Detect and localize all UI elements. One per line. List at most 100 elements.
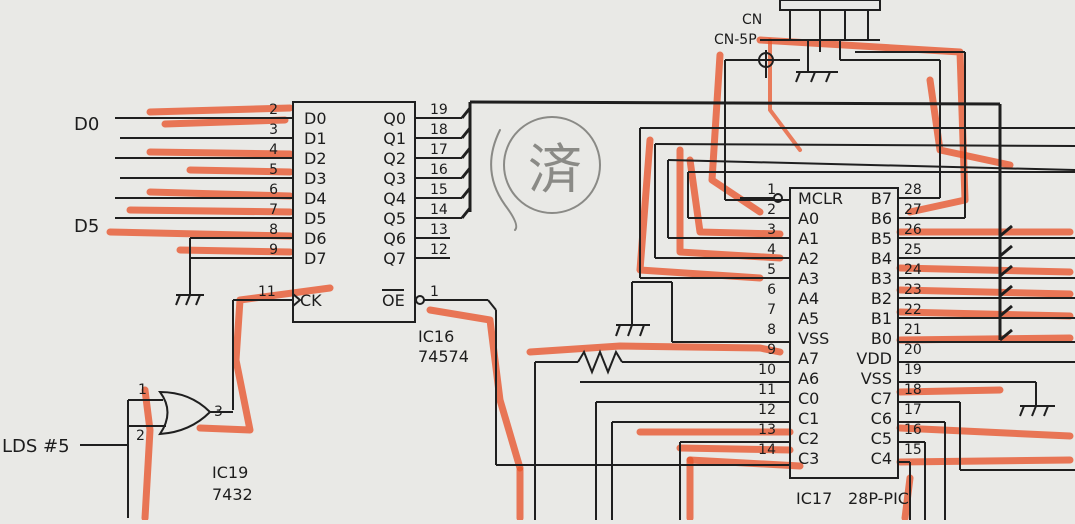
ic17-pin-17-number: 17	[904, 402, 922, 418]
ic17-label: IC17	[796, 489, 832, 508]
ic17-pin-14-number: 14	[758, 442, 776, 458]
connector-cn5p: CN CN-5P	[714, 0, 881, 201]
ic17-pin-2-number: 2	[767, 202, 776, 218]
ic16-pin-18-number: 18	[430, 122, 448, 138]
ic16-pin-6-name: D4	[304, 189, 327, 208]
ic17-pin-7-number: 7	[767, 302, 776, 318]
ic16-pin-12-name: Q7	[383, 249, 406, 268]
ic17-pin-14-name: C3	[798, 449, 819, 468]
ic17-pin-13-number: 13	[758, 422, 776, 438]
ic17-pin-18-name: C7	[871, 389, 892, 408]
label-d0: D0	[74, 114, 99, 135]
label-lds5: LDS #5	[2, 436, 70, 457]
handwritten-sumi-mark: 済	[528, 138, 582, 201]
ic19-pin-out: 3	[214, 404, 223, 420]
ic16-pin-5-name: D3	[304, 169, 327, 188]
ic16-pin-16-number: 16	[430, 162, 448, 178]
ic17-pin-19-name: VSS	[861, 369, 892, 388]
connector-label-cn5p: CN-5P	[714, 32, 757, 48]
ic17-pin-8-number: 8	[767, 322, 776, 338]
ic17-pin-25-number: 25	[904, 242, 922, 258]
ic17-pin-28-name: B7	[871, 189, 892, 208]
ic16-pin-7-number: 7	[269, 202, 278, 218]
ic16-pin-4-number: 4	[269, 142, 278, 158]
ic16-pin-15-number: 15	[430, 182, 448, 198]
ic19-or-gate: 1 2 3 LDS #5 IC19 7432	[2, 382, 253, 518]
ic17-pin-26-name: B5	[871, 229, 892, 248]
ic17-pin-24-number: 24	[904, 262, 922, 278]
ic17-pin-3-number: 3	[767, 222, 776, 238]
ic19-label: IC19	[212, 463, 248, 482]
ic16-pin-12-number: 12	[430, 242, 448, 258]
ic17-pin-15-number: 15	[904, 442, 922, 458]
ic16-pin-oe-number: 1	[430, 284, 439, 300]
ic16-pin-ck-name: CK	[300, 291, 322, 310]
ic17-pin-23-name: B2	[871, 289, 892, 308]
ic16-pin-5-number: 5	[269, 162, 278, 178]
ic19-pin-in2: 2	[136, 428, 145, 444]
ic17-pin-25-name: B4	[871, 249, 892, 268]
ic16-part-number: 74574	[418, 347, 469, 366]
ic16-pin-14-name: Q5	[383, 209, 406, 228]
ic16-pin-16-name: Q3	[383, 169, 406, 188]
ic16-pin-ck-number: 11	[258, 284, 276, 300]
ic17-pin-9-name: A7	[798, 349, 819, 368]
ic17-part-number: 28P-PIC	[848, 489, 909, 508]
ic16-pin-6-number: 6	[269, 182, 278, 198]
ic17-pin-12-number: 12	[758, 402, 776, 418]
ic17-pin-21-number: 21	[904, 322, 922, 338]
ic17-pin-22-number: 22	[904, 302, 922, 318]
ic17-pin-5-name: A3	[798, 269, 819, 288]
ic17-pin-24-name: B3	[871, 269, 892, 288]
ic16-pin-2-name: D0	[304, 109, 327, 128]
ic17-pin-1-number: 1	[767, 182, 776, 198]
ic16-pin-3-number: 3	[269, 122, 278, 138]
ic17-pin-10-name: A6	[798, 369, 819, 388]
ic16-pin-13-name: Q6	[383, 229, 406, 248]
ic17-pin-9-number: 9	[767, 342, 776, 358]
pencil-handwritten-mark: 済	[490, 116, 601, 231]
ic17-pin-12-name: C1	[798, 409, 819, 428]
ic16-pin-8-name: D6	[304, 229, 327, 248]
ic17-pin-10-number: 10	[758, 362, 776, 378]
ic16-pin-19-number: 19	[430, 102, 448, 118]
ic17-pin-1-name: MCLR	[798, 189, 843, 208]
ic17-pin-11-number: 11	[758, 382, 776, 398]
ic16-pin-14-number: 14	[430, 202, 448, 218]
ic17-pin-3-name: A1	[798, 229, 819, 248]
connector-label-cn: CN	[742, 12, 762, 28]
ic19-part-number: 7432	[212, 485, 253, 504]
label-d5: D5	[74, 216, 99, 237]
ic17-pin-17-name: C6	[871, 409, 892, 428]
ic16-pin-13-number: 13	[430, 222, 448, 238]
ic16-pin-15-name: Q4	[383, 189, 406, 208]
ic17-pin-7-name: A5	[798, 309, 819, 328]
ic17-pin-16-name: C5	[871, 429, 892, 448]
ic17-pin-6-name: A4	[798, 289, 819, 308]
ic17-pin-5-number: 5	[767, 262, 776, 278]
ic16-pin-3-name: D1	[304, 129, 327, 148]
ic16-pin-2-number: 2	[269, 102, 278, 118]
ic16-pin-oe-name: OE	[382, 291, 405, 310]
ic17-pin-27-number: 27	[904, 202, 922, 218]
ic17-pin-26-number: 26	[904, 222, 922, 238]
ic16-pin-8-number: 8	[269, 222, 278, 238]
ic17-pin-15-name: C4	[871, 449, 892, 468]
ic17-pin-8-name: VSS	[798, 329, 829, 348]
ic17-pin-4-number: 4	[767, 242, 776, 258]
ic16-pin-7-name: D5	[304, 209, 327, 228]
ic16-pin-19-name: Q0	[383, 109, 406, 128]
ic17-pin-13-name: C2	[798, 429, 819, 448]
ic17-pin-19-number: 19	[904, 362, 922, 378]
ic17-pin-21-name: B0	[871, 329, 892, 348]
ic17-pin-16-number: 16	[904, 422, 922, 438]
ic17-pin-22-name: B1	[871, 309, 892, 328]
ic16-label: IC16	[418, 327, 454, 346]
ic17-pin-18-number: 18	[904, 382, 922, 398]
crayon-highlights	[106, 36, 1074, 522]
ic17-pin-6-number: 6	[767, 282, 776, 298]
ic16-pin-17-name: Q2	[383, 149, 406, 168]
